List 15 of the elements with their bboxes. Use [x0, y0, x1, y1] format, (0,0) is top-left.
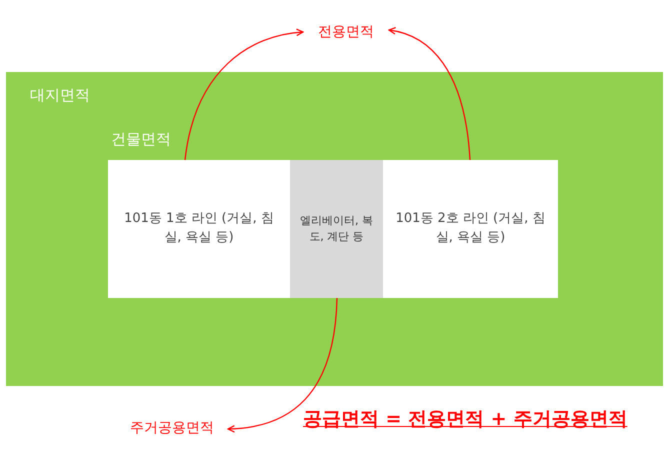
unit-box [108, 160, 290, 298]
site-area [6, 72, 663, 386]
box-text: 101동 1호 라인 (거실, 침실, 욕실 등) [123, 210, 275, 247]
area-title: 대지면적 [30, 86, 90, 105]
box-text: 엘리베이터, 복도, 계단 등 [299, 213, 374, 245]
area-title: 건물면적 [111, 130, 171, 149]
area-label: 주거공용면적 [118, 416, 226, 440]
curved-arrow [184, 28, 304, 160]
curved-arrow [227, 298, 338, 432]
formula-text: 공급면적 = 전용면적 + 주거공용면적 [303, 407, 628, 432]
unit-box [383, 160, 558, 298]
curved-arrow [388, 27, 471, 160]
box-text: 101동 2호 라인 (거실, 침실, 욕실 등) [394, 210, 546, 247]
area-label: 전용면적 [305, 20, 387, 44]
common-area-box [290, 160, 383, 298]
